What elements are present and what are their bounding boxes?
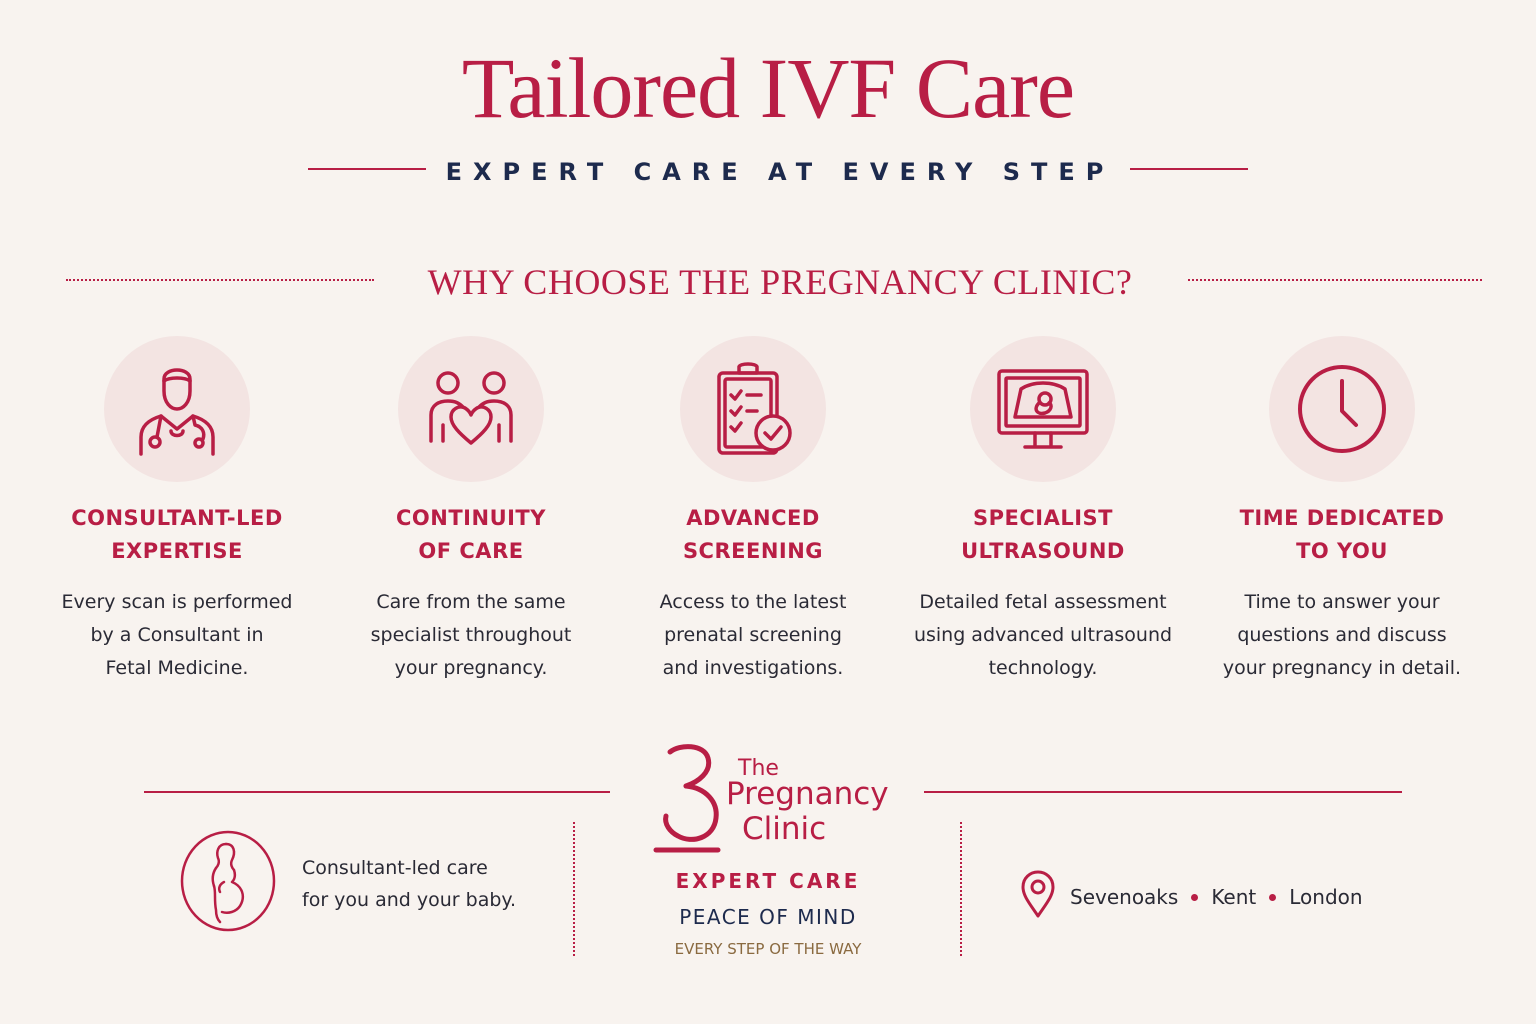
location-pin-icon <box>1020 870 1056 918</box>
doctor-icon <box>104 336 250 482</box>
separator-dot <box>1269 893 1277 901</box>
footer-rule-right <box>924 791 1402 793</box>
location-sevenoaks: Sevenoaks <box>1070 885 1179 909</box>
footer-divider-left <box>573 822 575 956</box>
location-kent: Kent <box>1211 885 1257 909</box>
footer-divider-right <box>960 822 962 956</box>
section-rule-right <box>1188 279 1482 281</box>
tagline-every-step: EVERY STEP OF THE WAY <box>674 940 862 958</box>
locations-list: Sevenoaks Kent London <box>1070 882 1363 912</box>
clock-icon <box>1269 336 1415 482</box>
page-subtitle: EXPERT CARE AT EVERY STEP <box>445 158 1115 186</box>
subtitle-rule-left <box>308 168 426 170</box>
logo-text-clinic: Clinic <box>742 811 827 847</box>
family-heart-icon <box>398 336 544 482</box>
section-rule-left <box>66 279 374 281</box>
clipboard-check-icon <box>680 336 826 482</box>
logo-text-pregnancy: Pregnancy <box>726 776 889 812</box>
page-title: Tailored IVF Care <box>461 40 1075 136</box>
pregnant-woman-icon <box>180 830 276 932</box>
tagline-peace-of-mind: PEACE OF MIND <box>679 905 857 929</box>
clinic-logo-mark <box>650 742 726 854</box>
ultrasound-monitor-icon <box>970 336 1116 482</box>
logo-text-the: The <box>738 756 779 781</box>
section-heading: WHY CHOOSE THE PREGNANCY CLINIC? <box>427 262 1133 302</box>
subtitle-rule-right <box>1130 168 1248 170</box>
footer-rule-left <box>144 791 610 793</box>
tagline-expert-care: EXPERT CARE <box>675 869 861 893</box>
location-london: London <box>1289 885 1363 909</box>
separator-dot <box>1191 893 1199 901</box>
